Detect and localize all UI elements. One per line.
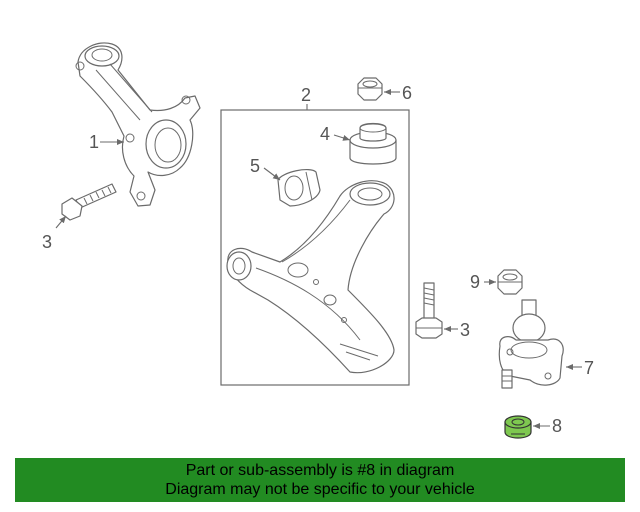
callout-2: 2 <box>301 85 311 105</box>
callout-1: 1 <box>89 132 99 152</box>
parts-diagram: 1 3 2 4 6 5 <box>42 42 594 439</box>
callout-3-left: 3 <box>42 232 52 252</box>
callout-6: 6 <box>402 83 412 103</box>
callout-4: 4 <box>320 124 330 144</box>
callout-8: 8 <box>552 416 562 436</box>
callout-9: 9 <box>470 272 480 292</box>
info-banner: Part or sub-assembly is #8 in diagram Di… <box>15 458 625 502</box>
banner-line-2: Diagram may not be specific to your vehi… <box>165 481 475 498</box>
highlighted-part-8[interactable] <box>504 415 532 439</box>
banner-line-1: Part or sub-assembly is #8 in diagram <box>185 462 455 479</box>
steering-knuckle-part[interactable] <box>75 42 201 207</box>
callout-5: 5 <box>250 156 260 176</box>
callout-3-right: 3 <box>460 320 470 340</box>
ball-joint-part[interactable] <box>498 299 564 389</box>
nut-part-top[interactable] <box>357 77 383 101</box>
callout-7: 7 <box>584 358 594 378</box>
bolt-part-left[interactable] <box>61 183 117 221</box>
nut-part-ball-joint[interactable] <box>497 269 523 295</box>
control-arm-part[interactable] <box>226 180 395 374</box>
rear-bushing-part[interactable] <box>277 168 321 207</box>
bolt-part-right[interactable] <box>415 282 443 339</box>
assembly-frame <box>220 109 410 386</box>
bushing-part[interactable] <box>349 122 397 165</box>
